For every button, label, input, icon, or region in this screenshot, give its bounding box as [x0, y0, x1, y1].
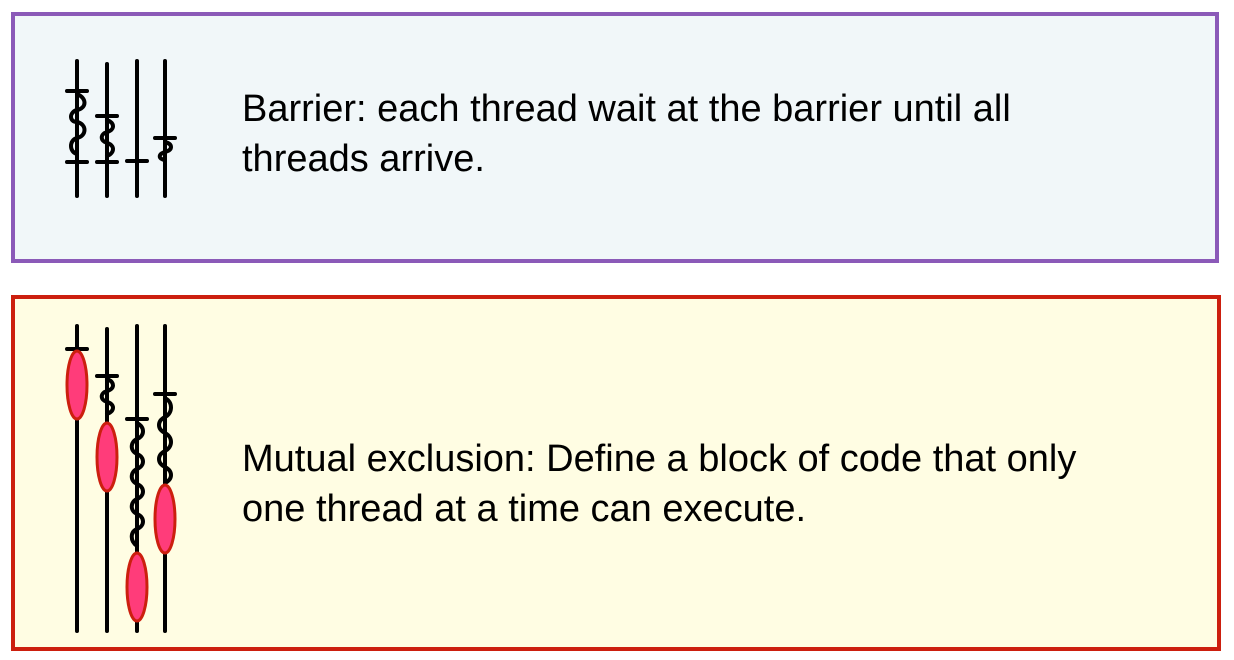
mutex-thread-3-wait-squiggle — [129, 421, 145, 548]
mutex-panel: Mutual exclusion: Define a block of code… — [11, 295, 1221, 651]
barrier-threads-svg — [65, 59, 177, 198]
barrier-text-line-1: Barrier: each thread wait at the barrier… — [242, 88, 1011, 130]
mutex-thread-4-wait-squiggle — [157, 396, 173, 485]
mutex-text-line-1: Mutual exclusion: Define a block of code… — [242, 438, 1077, 480]
mutex-thread-2-wait-squiggle — [99, 377, 115, 416]
mutex-description: Mutual exclusion: Define a block of code… — [242, 434, 1076, 534]
mutex-critical-section-thread-4 — [153, 483, 177, 555]
mutex-threads-svg — [65, 324, 177, 633]
barrier-description: Barrier: each thread wait at the barrier… — [242, 84, 1011, 184]
barrier-text-line-2: threads arrive. — [242, 138, 485, 180]
barrier-thread-4-wait-squiggle — [157, 140, 173, 162]
mutex-critical-section-thread-2 — [95, 421, 119, 493]
mutex-critical-section-thread-3 — [125, 551, 149, 623]
mutex-diagram — [55, 321, 185, 636]
barrier-panel: Barrier: each thread wait at the barrier… — [11, 12, 1219, 263]
barrier-diagram — [55, 56, 185, 216]
barrier-thread-1-wait-squiggle — [69, 92, 87, 156]
barrier-thread-2-wait-squiggle — [99, 118, 115, 158]
mutex-text-line-2: one thread at a time can execute. — [242, 488, 807, 530]
mutex-critical-section-thread-1 — [65, 349, 89, 421]
